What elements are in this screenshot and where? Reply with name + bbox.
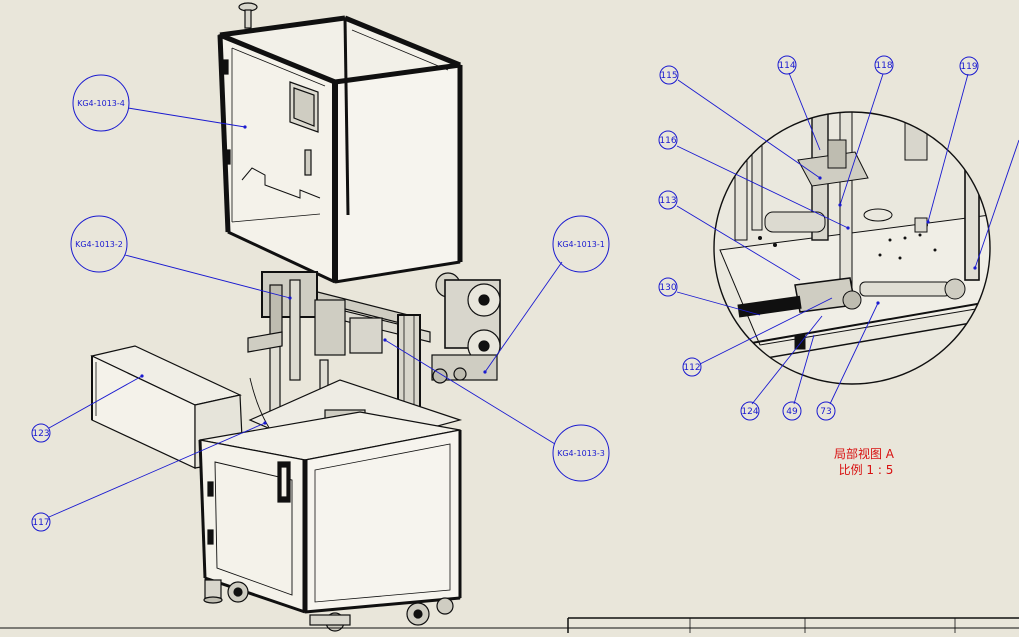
detail-boundary bbox=[713, 111, 991, 385]
balloon-text: 115 bbox=[660, 71, 677, 81]
part-balloon-123: 123 bbox=[31, 423, 51, 443]
detail-balloon-114: 114 bbox=[777, 55, 797, 75]
assembly-callout-1: KG4-1013-4 bbox=[72, 74, 130, 132]
upper-enclosure bbox=[217, 15, 463, 284]
assembly-callout-3: KG4-1013-1 bbox=[552, 215, 610, 273]
detail-balloon-124: 124 bbox=[740, 401, 760, 421]
balloon-text: 116 bbox=[659, 136, 676, 146]
balloon-text: 119 bbox=[960, 62, 977, 72]
balloon-text: 130 bbox=[659, 283, 676, 293]
balloon-text: 113 bbox=[659, 196, 676, 206]
detail-balloon-113: 113 bbox=[658, 190, 678, 210]
balloon-text: 114 bbox=[778, 61, 795, 71]
detail-view-note: 局部视图 A 比例 1 : 5 bbox=[834, 446, 895, 477]
detail-balloon-130: 130 bbox=[658, 277, 678, 297]
balloon-text: 124 bbox=[741, 407, 758, 417]
detail-balloon-116: 116 bbox=[658, 130, 678, 150]
assembly-callout-text: KG4-1013-2 bbox=[75, 240, 123, 249]
balloon-text: 118 bbox=[875, 61, 892, 71]
balloon-text: 123 bbox=[32, 429, 49, 439]
detail-balloon-112: 112 bbox=[682, 357, 702, 377]
assembly-callout-text: KG4-1013-4 bbox=[77, 99, 125, 108]
detail-balloon-115: 115 bbox=[659, 65, 679, 85]
detail-chain bbox=[737, 295, 802, 318]
main-callout-dots bbox=[140, 125, 487, 425]
detail-view-a bbox=[713, 111, 991, 385]
detail-balloon-119: 119 bbox=[959, 56, 979, 76]
detail-balloon-73: 73 bbox=[816, 401, 836, 421]
mechanism-deck bbox=[247, 271, 501, 456]
lower-cabinet bbox=[198, 411, 462, 632]
balloon-text: 49 bbox=[786, 407, 798, 417]
detail-callout-dots bbox=[818, 176, 977, 305]
main-isometric-view bbox=[90, 2, 501, 632]
part-balloon-117: 117 bbox=[31, 512, 51, 532]
balloon-text: 117 bbox=[32, 518, 49, 528]
assembly-callout-text: KG4-1013-1 bbox=[557, 240, 605, 249]
detail-balloon-118: 118 bbox=[874, 55, 894, 75]
main-callout-leaders bbox=[48, 107, 563, 518]
detail-view-title: 局部视图 A bbox=[834, 446, 895, 461]
title-block-edge bbox=[0, 617, 1019, 633]
assembly-callout-4: KG4-1013-3 bbox=[552, 424, 610, 482]
balloon-text: 112 bbox=[683, 363, 700, 373]
balloon-text: 73 bbox=[820, 407, 831, 417]
detail-balloon-49: 49 bbox=[782, 401, 802, 421]
detail-view-scale: 比例 1 : 5 bbox=[839, 463, 894, 477]
detail-callout-leaders bbox=[676, 72, 1019, 405]
top-knob bbox=[238, 2, 258, 29]
assembly-callout-2: KG4-1013-2 bbox=[70, 215, 128, 273]
assembly-callout-text: KG4-1013-3 bbox=[557, 449, 605, 458]
